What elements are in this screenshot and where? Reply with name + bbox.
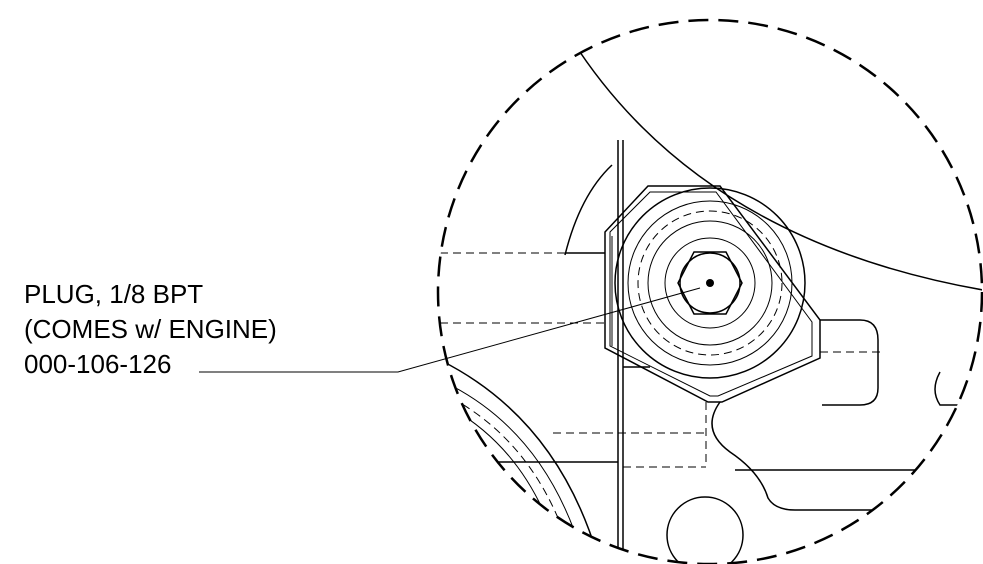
leader-line xyxy=(199,287,701,373)
housing-arc xyxy=(571,39,982,291)
bore-circle xyxy=(666,496,744,564)
hex-socket xyxy=(677,251,743,315)
callout-line-3: 000-106-126 xyxy=(24,349,172,379)
detail-boundary-circle xyxy=(436,18,983,564)
callout-line-1: PLUG, 1/8 BPT xyxy=(24,279,204,309)
plug-outer-ring xyxy=(614,187,806,379)
callout-label: PLUG, 1/8 BPT (COMES w/ ENGINE) 000-106-… xyxy=(24,277,277,382)
detail-geometry xyxy=(439,39,982,564)
callout-line-2: (COMES w/ ENGINE) xyxy=(24,314,277,344)
hex-nut xyxy=(604,185,821,403)
